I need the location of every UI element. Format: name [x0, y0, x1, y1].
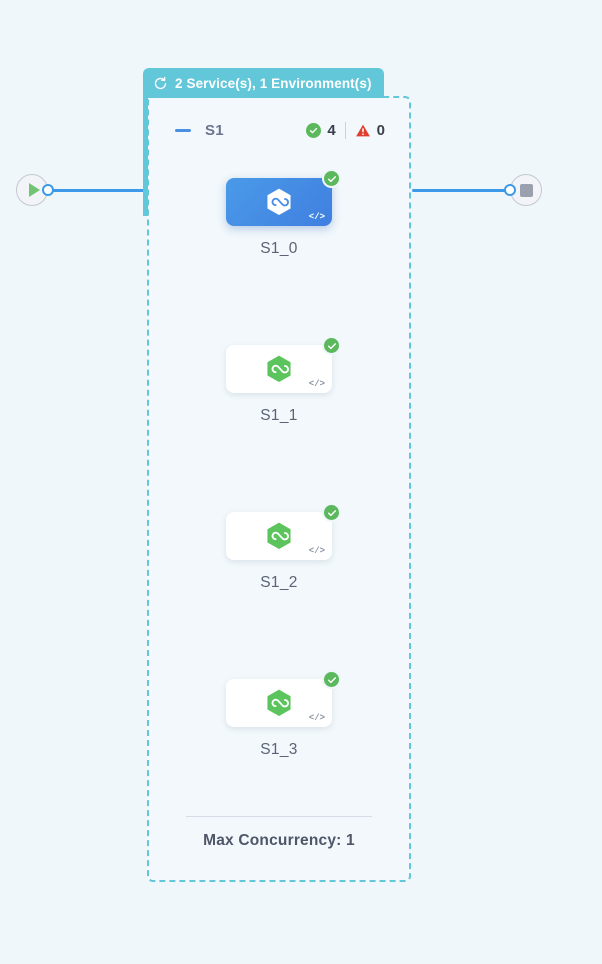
- node-label: S1_3: [260, 741, 298, 758]
- check-circle-icon: [322, 670, 341, 689]
- group-header-row: S1 4 0: [175, 118, 385, 142]
- node-label: S1_2: [260, 574, 298, 591]
- group-left-accent-bar: [143, 96, 148, 216]
- node-s1-3[interactable]: </> S1_3: [226, 670, 341, 759]
- group-name: S1: [205, 121, 224, 139]
- group-tab-label: 2 Service(s), 1 Environment(s): [175, 75, 372, 91]
- end-input-port[interactable]: [504, 184, 516, 196]
- error-count: 0: [376, 121, 385, 139]
- warning-triangle-icon: [355, 124, 370, 136]
- node-label: S1_0: [260, 240, 298, 257]
- check-circle-icon: [322, 503, 341, 522]
- node-card[interactable]: </>: [226, 169, 341, 226]
- node-card[interactable]: </>: [226, 503, 341, 560]
- service-hexagon-icon: [267, 689, 291, 717]
- success-count: 4: [327, 121, 336, 139]
- check-circle-icon: [322, 336, 341, 355]
- edge-group-to-end: [412, 189, 512, 192]
- service-hexagon-icon: [267, 522, 291, 550]
- group-tab[interactable]: 2 Service(s), 1 Environment(s): [143, 68, 384, 98]
- node-s1-1[interactable]: </> S1_1: [226, 336, 341, 425]
- code-icon[interactable]: </>: [308, 379, 325, 389]
- minus-icon[interactable]: [175, 128, 191, 132]
- max-concurrency-label: Max Concurrency: 1: [203, 832, 355, 849]
- play-icon: [28, 183, 40, 197]
- success-stat: 4: [306, 121, 336, 139]
- code-icon[interactable]: </>: [308, 546, 325, 556]
- service-group-container[interactable]: [147, 96, 411, 882]
- start-output-port[interactable]: [42, 184, 54, 196]
- check-circle-icon: [306, 122, 322, 138]
- stat-divider: [344, 121, 346, 139]
- code-icon[interactable]: </>: [308, 713, 325, 723]
- error-stat: 0: [355, 122, 385, 139]
- node-card[interactable]: </>: [226, 336, 341, 393]
- code-icon[interactable]: </>: [308, 212, 325, 222]
- service-hexagon-icon: [267, 355, 291, 383]
- group-stats: 4 0: [306, 121, 385, 139]
- edge-start-to-group: [46, 189, 146, 192]
- footer-divider: [186, 816, 372, 817]
- stop-icon: [519, 183, 533, 197]
- node-label: S1_1: [260, 407, 298, 424]
- check-circle-icon: [322, 169, 341, 188]
- loop-refresh-icon: [154, 76, 167, 89]
- service-hexagon-icon: [267, 188, 291, 216]
- node-s1-0[interactable]: </> S1_0: [226, 169, 341, 258]
- node-s1-2[interactable]: </> S1_2: [226, 503, 341, 592]
- node-card[interactable]: </>: [226, 670, 341, 727]
